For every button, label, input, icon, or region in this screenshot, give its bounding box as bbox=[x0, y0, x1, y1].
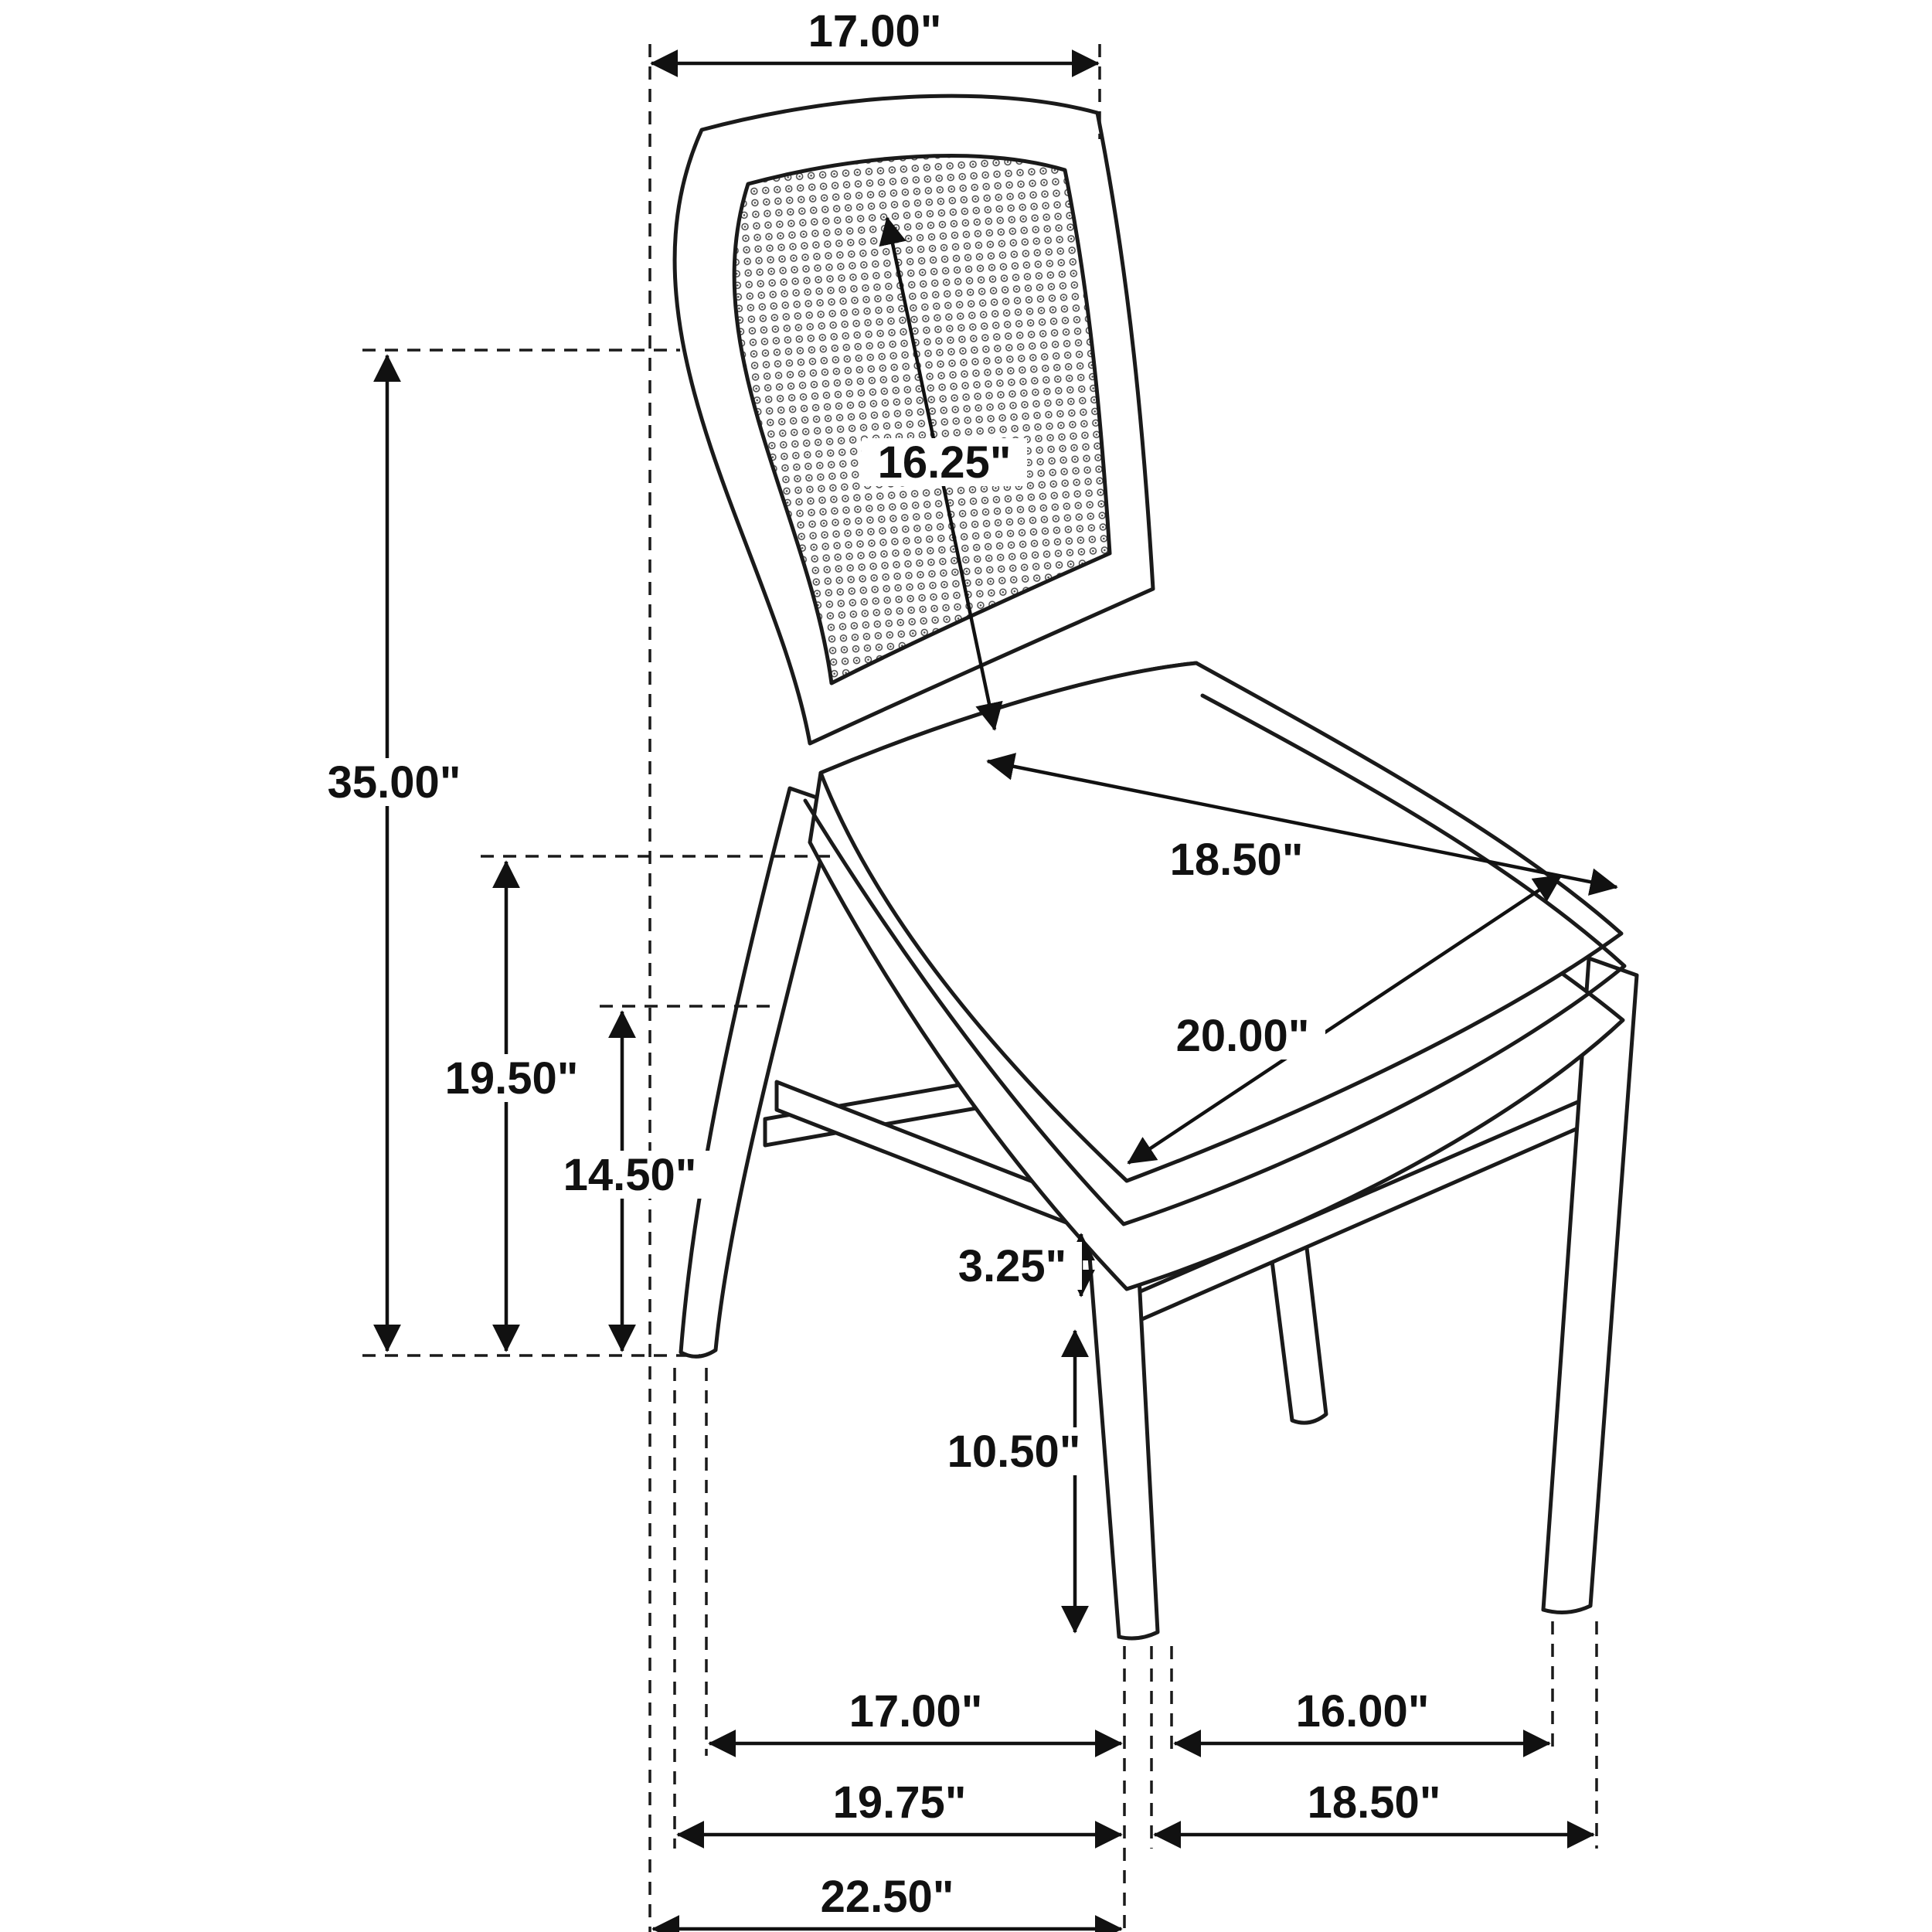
label-text: 18.50" bbox=[1308, 1777, 1441, 1828]
dim-label-width-at-floor: 18.50" bbox=[1291, 1777, 1457, 1828]
dim-label-overall-height: 35.00" bbox=[311, 757, 477, 808]
dim-label-depth-at-floor: 19.75" bbox=[817, 1777, 982, 1828]
label-backplate bbox=[429, 1054, 594, 1102]
dim-label-overall-depth: 22.50" bbox=[804, 1872, 970, 1922]
label-backplate bbox=[311, 758, 477, 806]
label-text: 10.50" bbox=[947, 1427, 1081, 1477]
label-backplate bbox=[1280, 1687, 1445, 1735]
label-backplate bbox=[1160, 1012, 1325, 1060]
dim-label-back-panel-height: 16.25" bbox=[862, 437, 1027, 488]
dim-line-seat-width bbox=[1127, 874, 1563, 1165]
extension-lines bbox=[362, 44, 1598, 1932]
label-text: 3.25" bbox=[958, 1241, 1066, 1291]
label-text: 16.25" bbox=[878, 437, 1012, 488]
dim-label-stretcher-spacing: 3.25" bbox=[943, 1241, 1082, 1291]
label-text: 20.00" bbox=[1176, 1011, 1310, 1061]
front-right-leg bbox=[1541, 956, 1639, 1615]
dim-label-front-leg-height: 10.50" bbox=[931, 1427, 1097, 1477]
label-backplate bbox=[931, 1427, 1097, 1475]
dim-label-seat-height: 19.50" bbox=[429, 1053, 594, 1104]
label-text: 35.00" bbox=[328, 757, 461, 808]
label-backplate bbox=[547, 1151, 713, 1199]
dim-label-stretcher-height: 14.50" bbox=[547, 1150, 713, 1200]
label-text: 22.50" bbox=[821, 1872, 954, 1922]
label-backplate bbox=[943, 1242, 1082, 1290]
label-backplate bbox=[862, 438, 1027, 486]
label-text: 18.50" bbox=[1170, 835, 1304, 885]
back-left-leg bbox=[679, 786, 837, 1359]
label-backplate bbox=[804, 1872, 970, 1920]
label-text: 17.00" bbox=[808, 6, 942, 56]
dim-label-leg-spread-side: 17.00" bbox=[833, 1686, 998, 1736]
label-text: 19.75" bbox=[833, 1777, 967, 1828]
label-backplate bbox=[1154, 835, 1319, 883]
label-backplate bbox=[792, 7, 957, 55]
label-backplate bbox=[833, 1687, 998, 1735]
dim-label-back-width: 17.00" bbox=[792, 6, 957, 56]
dim-line-seat-depth bbox=[986, 753, 1618, 896]
dimension-labels: 17.00" 35.00" 19.50" 14.50" 16.25" 18.50… bbox=[311, 6, 1457, 1922]
dim-label-seat-width: 20.00" bbox=[1160, 1011, 1325, 1061]
label-text: 14.50" bbox=[563, 1150, 697, 1200]
label-text: 19.50" bbox=[445, 1053, 579, 1104]
dim-label-seat-depth: 18.50" bbox=[1154, 835, 1319, 885]
front-left-leg bbox=[1086, 1234, 1160, 1641]
label-backplate bbox=[1291, 1778, 1457, 1826]
label-text: 17.00" bbox=[849, 1686, 983, 1736]
label-backplate bbox=[817, 1778, 982, 1826]
label-text: 16.00" bbox=[1296, 1686, 1430, 1736]
dim-label-leg-spread-front: 16.00" bbox=[1280, 1686, 1445, 1736]
